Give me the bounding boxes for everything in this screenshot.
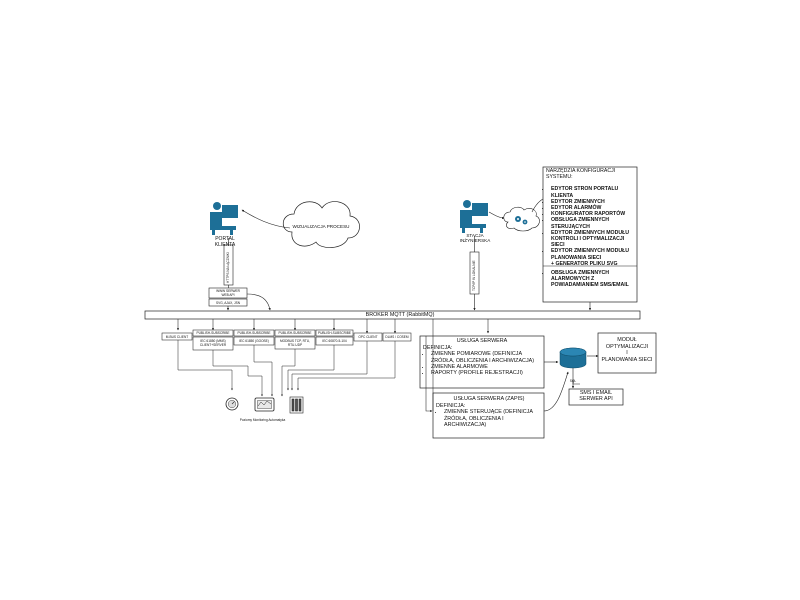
sms-text: SMS I EMAIL SERWER API xyxy=(569,390,623,403)
tools-item: EDYTOR STRON PORTALU KLIENTA xyxy=(551,186,636,198)
server-item: RAPORTY (PROFILE REJESTRACJI) xyxy=(431,370,541,376)
analyzer-device-icon xyxy=(254,397,275,412)
portal-user-icon xyxy=(210,202,238,235)
sms-email-box xyxy=(568,388,624,406)
tools-item: KONFIGURATOR RAPORTÓW xyxy=(551,211,636,217)
tools-item: OBSŁUGA ZMIENNYCH STERUJĄCYCH xyxy=(551,217,636,229)
station-label: STACJA INŻYNIERSKA xyxy=(450,233,500,244)
visualization-cloud xyxy=(282,201,360,248)
portal-label: PORTAL KLIENTA xyxy=(200,236,250,248)
server-write-service-box xyxy=(432,392,545,439)
protocol-3-bottom: MODBUS TCP, RTU, RTU-UDP xyxy=(280,338,310,347)
station-user-icon xyxy=(460,200,488,233)
sms-line2: SERWER API xyxy=(579,396,613,403)
web-server-line1: WWW SERWER xyxy=(216,289,240,293)
module-text: MODUŁ OPTYMALIZACJI I PLANOWANIA SIECI xyxy=(600,337,654,363)
tcp-label: TCP/IP W LOKALNIE xyxy=(472,260,476,291)
protocol-boxes xyxy=(161,329,412,351)
https-label: HTTPS NA ŁĄCZNIKI xyxy=(226,252,230,283)
sql-database-icon xyxy=(559,347,587,369)
module-line1: MODUŁ OPTYMALIZACJI xyxy=(605,337,649,350)
devices-caption: Poziomy Monitoring Automatyka xyxy=(239,418,286,422)
tools-box xyxy=(542,166,638,303)
protocol-2-bottom: IEC 61850 (GOOSE) xyxy=(239,339,269,343)
tools-item: EDYTOR ZMIENNYCH MODUŁU KONTROLI I OPTYM… xyxy=(551,230,636,249)
config-cloud xyxy=(503,206,540,232)
protocol-1-top: PUBLISH-SUBSCRIBE xyxy=(196,331,230,335)
tools-item: EDYTOR ALARMÓW xyxy=(551,205,636,211)
server-def-label: DEFINICJA: xyxy=(423,345,453,352)
tools-item: EDYTOR ZMIENNYCH MODUŁU PLANOWANIA SIECI xyxy=(551,248,636,260)
protocol-5-top: OPC CLIENT xyxy=(358,335,378,339)
server-service-text: USŁUGA SERWERA DEFINICJA: ZMIENNE POMIAR… xyxy=(423,338,541,376)
optimization-module-box xyxy=(597,332,657,374)
protocol-6-top: DLMS / COSEM xyxy=(385,335,409,339)
server-write-text: USŁUGA SERWERA (ZAPIS) DEFINICJA: ZMIENN… xyxy=(436,396,542,428)
sql-label: SQL xyxy=(569,379,577,383)
tools-item: EDYTOR ZMIENNYCH xyxy=(551,199,636,205)
station-label-line2: INŻYNIERSKA xyxy=(459,238,491,244)
meter-gauge-icon xyxy=(225,397,239,411)
gears-icon xyxy=(515,216,528,225)
portal-label-line2: KLIENTA xyxy=(214,242,236,248)
tools-alarm: OBSŁUGA ZMIENNYCH ALARMOWYCH Z POWIADAMI… xyxy=(546,270,634,289)
module-line3: PLANOWANIA SIECI xyxy=(601,356,653,363)
arrow-station-to-cloud xyxy=(488,211,505,220)
protocol-1-bottom: IEC 61850 (MMS) CLIENT+SERVER xyxy=(199,338,227,347)
portal-label-line1: PORTAL xyxy=(215,236,235,242)
web-server-line2: WEB API xyxy=(221,293,235,297)
server-service-box xyxy=(419,335,545,389)
server-title: USŁUGA SERWERA xyxy=(456,338,508,344)
server-write-item: ZMIENNE STERUJĄCE (DEFINICJA ŹRÓDŁA, OBL… xyxy=(444,409,542,428)
station-label-line1: STACJA xyxy=(466,233,484,238)
tools-list: NARZĘDZIA KONFIGURACJI SYSTEMU: EDYTOR S… xyxy=(546,168,636,267)
server-item: ZMIENNE ALARMOWE xyxy=(431,364,541,370)
protocol-2-top: PUBLISH-SUBSCRIBE xyxy=(237,331,271,335)
server-item: ZMIENNE POMIAROWE (DEFINICJA ŹRÓDŁA, OBL… xyxy=(431,351,541,363)
server-write-title: USŁUGA SERWERA (ZAPIS) xyxy=(453,396,525,402)
broker-label: BROKER MQTT (RabbitMQ) xyxy=(365,312,435,318)
web-server-db-label: SVG, AJAX, JSN xyxy=(215,301,241,305)
server-write-def-label: DEFINICJA: xyxy=(436,403,466,410)
protocol-4-top: PUBLISH-SUBSCRIBE xyxy=(317,331,352,335)
tools-alarm-item: OBSŁUGA ZMIENNYCH ALARMOWYCH Z POWIADAMI… xyxy=(551,270,634,289)
web-server-label: WWW SERWER WEB API xyxy=(209,289,247,297)
protocol-0-top: M-BUS CLIENT xyxy=(165,334,189,339)
arrow-cloud-to-portal xyxy=(241,209,291,229)
protocol-3-top: PUBLISH-SUBSCRIBE xyxy=(278,331,312,335)
module-line2: I xyxy=(626,350,628,357)
sms-line1: SMS I EMAIL xyxy=(579,390,613,396)
tools-generator: + GENERATOR PLIKU SVG xyxy=(551,260,618,267)
protocol-4-bottom: IEC 60870-5-104 xyxy=(322,339,347,343)
plc-rack-icon xyxy=(289,396,304,414)
tools-header: NARZĘDZIA KONFIGURACJI SYSTEMU: xyxy=(546,168,616,181)
cloud-label: WIZUALIZACJA PROCESU xyxy=(292,224,350,229)
broker-bus xyxy=(144,310,641,320)
